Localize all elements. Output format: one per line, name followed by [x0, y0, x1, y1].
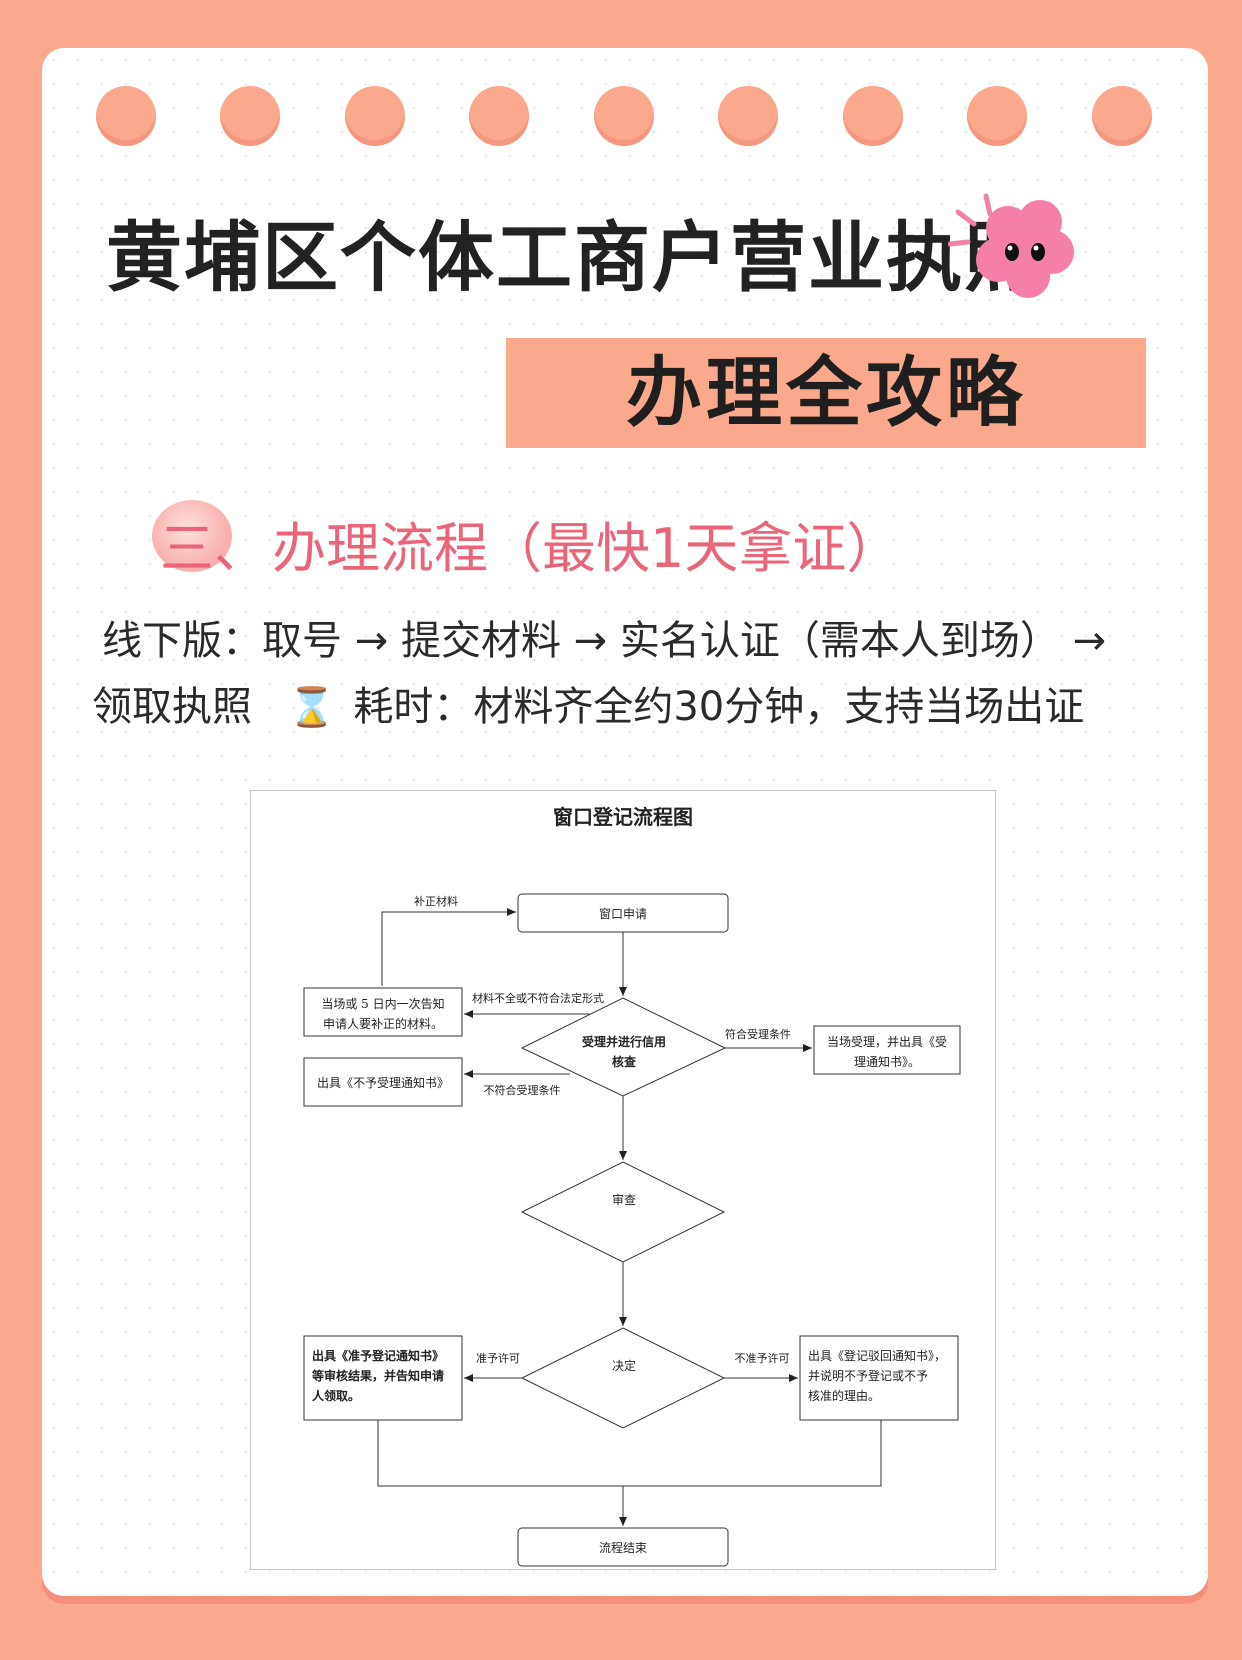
- node-approve-l3: 人领取。: [312, 1388, 360, 1403]
- subtitle-highlight: [506, 338, 1146, 448]
- section-badge: [152, 500, 232, 572]
- node-accept-notice-l2: 理通知书》。: [854, 1055, 920, 1069]
- edge-approve-label: 准予许可: [476, 1352, 520, 1365]
- edge-deny-label: 不准予许可: [735, 1352, 790, 1365]
- node-approve-l1: 出具《准予登记通知书》: [312, 1348, 444, 1363]
- hourglass-icon: ⌛: [288, 685, 336, 729]
- binder-ring: [594, 86, 654, 146]
- node-end-label: 流程结束: [599, 1540, 647, 1555]
- edge-not-meets-label: 不符合受理条件: [484, 1083, 561, 1097]
- edge-supplement: [381, 908, 516, 986]
- flowchart-title: 窗口登记流程图: [553, 805, 693, 829]
- time-note: 耗时：材料齐全约30分钟，支持当场出证: [353, 684, 1085, 730]
- page-title: 黄埔区个体工商户营业执照: [106, 213, 1042, 302]
- node-approve-l2: 等审核结果，并告知申请: [311, 1368, 444, 1383]
- offline-steps-end: 领取执照: [92, 684, 252, 730]
- node-supplement: [303, 987, 463, 1037]
- node-decide-label: 决定: [612, 1358, 636, 1373]
- node-supplement-l2: 申请人要补正的材料。: [323, 1016, 443, 1031]
- node-supplement-l1: 当场或 5 日内一次告知: [321, 997, 444, 1011]
- binder-ring: [843, 86, 903, 146]
- edge-supplement-label: 补正材料: [414, 894, 458, 908]
- node-credit-check-l1: 受理并进行信用: [582, 1034, 666, 1049]
- node-approve: [303, 1335, 463, 1421]
- node-accept-notice-l1: 当场受理，并出具《受: [827, 1035, 947, 1049]
- offline-steps: 线下版：取号 → 提交材料 → 实名认证（需本人到场） →: [102, 618, 1107, 664]
- node-deny-l3: 核准的理由。: [808, 1388, 880, 1403]
- edge-meets-label: 符合受理条件: [725, 1027, 791, 1041]
- section-title: 办理流程（最快1天拿证）: [272, 517, 901, 580]
- node-window-apply-label: 窗口申请: [599, 907, 647, 921]
- node-review-label: 审查: [612, 1192, 636, 1207]
- offline-steps-cont: 领取执照 ⌛ 耗时：材料齐全约30分钟，支持当场出证: [92, 674, 1084, 732]
- page-subtitle: 办理全攻略: [626, 348, 1026, 437]
- node-deny: [799, 1335, 959, 1421]
- node-decide: [520, 1327, 726, 1429]
- node-accept-notice: [813, 1025, 961, 1075]
- node-end: [517, 1527, 729, 1567]
- node-credit-check-l2: 核查: [612, 1054, 637, 1069]
- binder-ring: [345, 86, 405, 146]
- node-reject-accept-label: 出具《不予受理通知书》: [317, 1076, 449, 1090]
- flowchart: 窗口登记流程图 窗口申请 补正材料 当场或 5 日内一次告知 申请人要补正的材料…: [250, 790, 996, 1570]
- binder-ring: [718, 86, 778, 146]
- binder-ring: [1092, 86, 1152, 146]
- binder-ring: [96, 86, 156, 146]
- edge-incomplete-label: 材料不全或不符合法定形式: [472, 991, 604, 1005]
- binder-ring: [220, 86, 280, 146]
- binder-ring: [469, 86, 529, 146]
- binder-ring: [967, 86, 1027, 146]
- section-number: 三、: [160, 517, 268, 580]
- node-review: [520, 1161, 726, 1263]
- flower-icon: [948, 193, 1074, 298]
- edge-approve-end: [377, 1420, 882, 1487]
- node-deny-l1: 出具《登记驳回通知书》，: [808, 1348, 946, 1363]
- node-deny-l2: 并说明不予登记或不予: [808, 1368, 928, 1383]
- node-reject-accept: [303, 1057, 463, 1107]
